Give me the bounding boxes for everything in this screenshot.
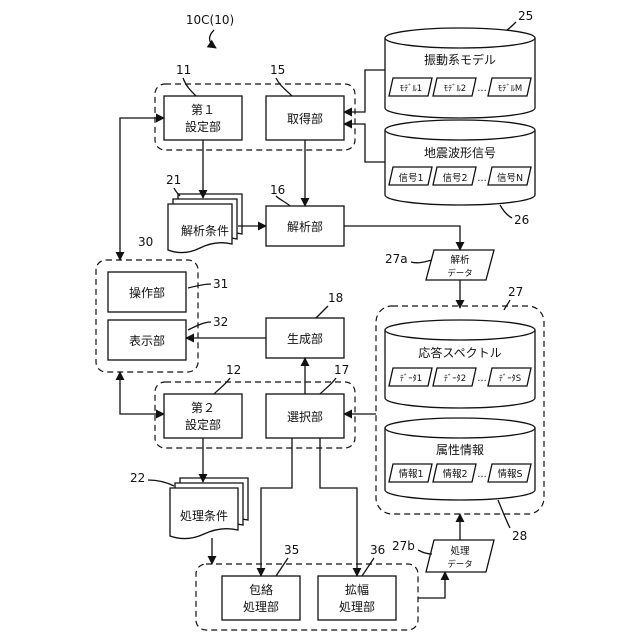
ref-27a-leader	[411, 260, 432, 263]
seismic-signal-database	[385, 120, 535, 205]
analysis-data-line1: 解析	[450, 254, 470, 266]
vibration-model-items: ﾓﾃﾞﾙ1 ﾓﾃﾞﾙ2 … ﾓﾃﾞﾙM	[389, 78, 531, 96]
analysis-conditions-label: 解析条件	[181, 224, 229, 238]
ref-27-leader	[504, 300, 510, 310]
selection-unit-label: 選択部	[287, 409, 323, 424]
ref-18-leader	[316, 306, 328, 318]
vibration-model-title: 振動系モデル	[424, 52, 496, 67]
attribute-item-s-label: 情報S	[497, 468, 522, 480]
signals-to-acquisition-arrow	[344, 124, 385, 162]
envelope-line2: 処理部	[243, 599, 279, 614]
ref-12: 12	[226, 363, 241, 377]
ref-21-leader	[174, 188, 180, 196]
signal-item-1-label: 信号1	[398, 172, 423, 184]
model-item-1-label: ﾓﾃﾞﾙ1	[400, 84, 422, 94]
amplitude-line1: 拡幅	[345, 582, 369, 597]
response-spectrum-title: 応答スペクトル	[418, 345, 501, 360]
spectrum-item-s-label: ﾃﾞｰﾀS	[499, 374, 521, 384]
diagram-title: 10C(10)	[186, 13, 234, 27]
attribute-info-title: 属性情報	[436, 443, 484, 457]
title-pointer	[210, 30, 216, 48]
ref-12-leader	[214, 378, 230, 394]
ref-22-leader	[148, 480, 174, 486]
ref-35-leader	[276, 558, 288, 576]
display-unit-label: 表示部	[129, 333, 165, 348]
ref-32-leader	[188, 322, 211, 330]
amplitude-line2: 処理部	[339, 599, 375, 614]
ref-27b: 27b	[392, 539, 415, 553]
analysis-to-data-arrow	[344, 226, 460, 250]
ref-35: 35	[284, 543, 299, 557]
selection-to-amplitude-arrow	[320, 438, 357, 576]
ref-31: 31	[213, 277, 228, 291]
attribute-info-items: 情報1 情報2 … 情報S	[389, 464, 531, 482]
analysis-unit-label: 解析部	[287, 219, 323, 234]
ref-25-leader	[507, 22, 516, 30]
seismic-signal-title: 地震波形信号	[424, 146, 496, 160]
processing-to-data-arrow	[418, 572, 445, 598]
ref-11: 11	[176, 63, 191, 77]
acquisition-label: 取得部	[287, 111, 323, 126]
second-setting-line1: 第２	[191, 401, 215, 415]
operation-unit-label: 操作部	[129, 285, 165, 300]
ref-31-leader	[188, 284, 211, 288]
ref-26: 26	[514, 213, 529, 227]
ref-17: 17	[334, 363, 349, 377]
analysis-data-line2: データ	[447, 268, 473, 279]
first-setting-line2: 設定部	[185, 119, 221, 134]
ref-36-leader	[362, 558, 374, 576]
processing-conditions-label: 処理条件	[180, 509, 228, 523]
signal-item-ellipsis: …	[477, 173, 487, 184]
vibration-model-database	[385, 28, 535, 118]
ui-to-second-setting-link	[120, 372, 164, 414]
ref-25: 25	[518, 9, 533, 23]
ref-36: 36	[370, 543, 385, 557]
ref-22: 22	[130, 471, 145, 485]
ref-11-leader	[183, 78, 196, 96]
ref-30: 30	[138, 235, 153, 249]
spectrum-item-2-label: ﾃﾞｰﾀ2	[444, 374, 466, 384]
spectrum-item-1-label: ﾃﾞｰﾀ1	[400, 374, 422, 384]
ref-18: 18	[328, 291, 343, 305]
ref-15: 15	[270, 63, 285, 77]
ref-17-leader	[320, 378, 336, 394]
ref-15-leader	[276, 78, 292, 96]
first-setting-line1: 第１	[191, 103, 215, 117]
model-item-m-label: ﾓﾃﾞﾙM	[498, 84, 522, 94]
ref-27b-leader	[418, 550, 432, 554]
generation-unit-label: 生成部	[287, 331, 323, 346]
model-item-2-label: ﾓﾃﾞﾙ2	[444, 84, 466, 94]
attribute-info-database	[385, 418, 535, 500]
second-setting-line2: 設定部	[185, 417, 221, 432]
seismic-signal-items: 信号1 信号2 … 信号N	[389, 167, 531, 185]
processing-data-line2: データ	[447, 559, 473, 570]
ref-32: 32	[213, 315, 228, 329]
attribute-item-1-label: 情報1	[398, 468, 423, 480]
ref-27a: 27a	[385, 252, 408, 266]
signal-item-n-label: 信号N	[497, 172, 523, 184]
attribute-item-ellipsis: …	[477, 469, 487, 480]
ref-16: 16	[270, 183, 285, 197]
ref-16-leader	[276, 196, 290, 206]
model-item-ellipsis: …	[477, 83, 487, 94]
ref-21: 21	[166, 173, 181, 187]
processing-data-line1: 処理	[450, 545, 470, 557]
signal-item-2-label: 信号2	[442, 172, 467, 184]
ref-26-leader	[500, 205, 512, 218]
attribute-item-2-label: 情報2	[442, 468, 467, 480]
ref-27: 27	[508, 285, 523, 299]
response-spectrum-database	[385, 320, 535, 408]
models-to-acquisition-arrow	[344, 70, 385, 112]
envelope-line1: 包絡	[249, 582, 273, 597]
spectrum-item-ellipsis: …	[477, 373, 487, 384]
ref-28: 28	[512, 529, 527, 543]
response-spectrum-items: ﾃﾞｰﾀ1 ﾃﾞｰﾀ2 … ﾃﾞｰﾀS	[389, 368, 531, 386]
